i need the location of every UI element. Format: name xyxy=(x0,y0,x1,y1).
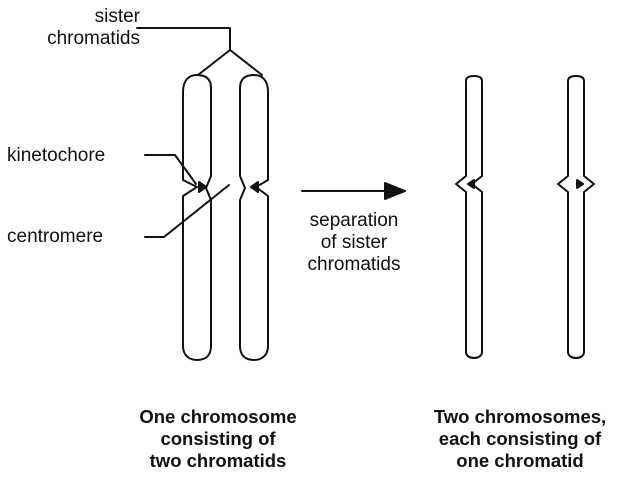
separation-label-line-1: separation xyxy=(284,210,424,232)
sister-chromatids-bracket xyxy=(137,28,262,75)
chromosome-b-kinetochore xyxy=(577,180,583,188)
right-caption-line-3: one chromatid xyxy=(410,450,630,472)
kinetochore-label: kinetochore xyxy=(7,145,105,167)
sister-chromatids-label-line-2: chromatids xyxy=(18,28,140,50)
centromere-label: centromere xyxy=(7,226,103,248)
right-caption-line-2: each consisting of xyxy=(410,428,630,450)
separation-label: separation of sister chromatids xyxy=(284,210,424,276)
chromosome-a-kinetochore xyxy=(468,180,474,188)
kinetochore-left xyxy=(199,182,206,192)
right-chromatid-outline xyxy=(240,75,268,360)
kinetochore-right xyxy=(251,182,258,192)
sister-chromatids-label-line-1: sister xyxy=(18,6,140,28)
chromosome-b-outline xyxy=(558,76,594,358)
separation-label-line-2: of sister xyxy=(284,232,424,254)
chromosome-a-outline xyxy=(456,76,482,358)
left-caption-line-3: two chromatids xyxy=(118,450,318,472)
sister-chromatids-label: sister chromatids xyxy=(18,6,140,50)
kinetochore-pointer xyxy=(145,155,196,184)
separation-label-line-3: chromatids xyxy=(284,254,424,276)
left-caption: One chromosome consisting of two chromat… xyxy=(118,406,318,472)
separation-arrow-head xyxy=(385,183,405,199)
left-caption-line-1: One chromosome xyxy=(118,406,318,428)
right-caption-line-1: Two chromosomes, xyxy=(410,406,630,428)
right-caption: Two chromosomes, each consisting of one … xyxy=(410,406,630,472)
left-caption-line-2: consisting of xyxy=(118,428,318,450)
